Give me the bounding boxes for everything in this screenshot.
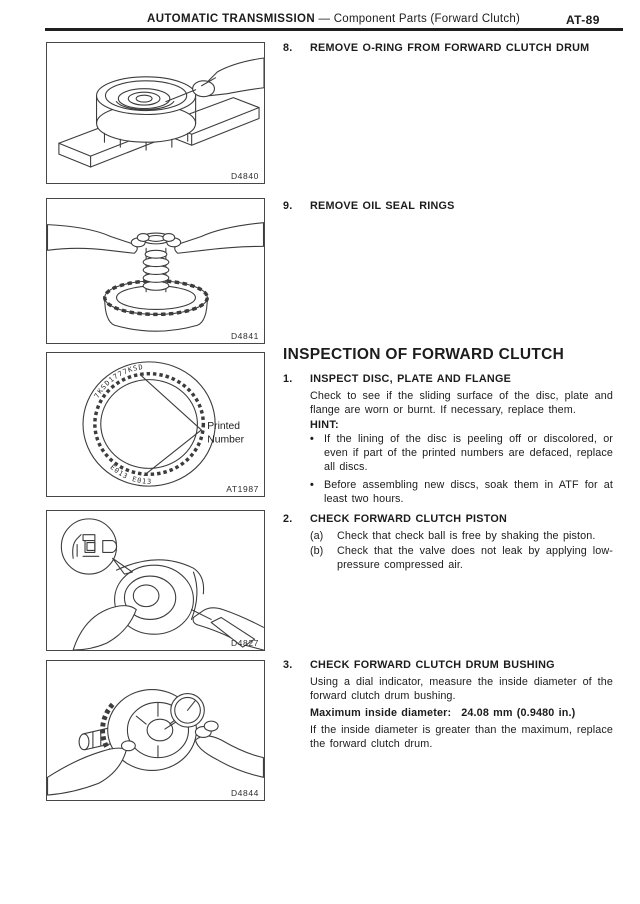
bullet-marker: • bbox=[310, 433, 314, 445]
hint-bullet-1-text: If the lining of the disc is peeling off… bbox=[324, 433, 613, 473]
item-2-title: CHECK FORWARD CLUTCH PISTON bbox=[310, 513, 508, 525]
inspection-item-3: 3. CHECK FORWARD CLUTCH DRUM BUSHING Usi… bbox=[283, 658, 613, 751]
page-header: AUTOMATIC TRANSMISSION — Component Parts… bbox=[147, 13, 520, 25]
step-8: 8. REMOVE O-RING FROM FORWARD CLUTCH DRU… bbox=[283, 41, 613, 55]
hint-bullet-2: • Before assembling new discs, soak them… bbox=[310, 478, 613, 506]
piston-check-illustration bbox=[60, 518, 264, 650]
item-2-sub-b: (b) Check that the valve does not leak b… bbox=[310, 544, 613, 572]
oring-removal-illustration bbox=[58, 57, 264, 168]
hint-label: HINT: bbox=[310, 419, 339, 431]
printed-number-callout-line2: Number bbox=[207, 435, 244, 446]
item-1-body: Check to see if the sliding surface of t… bbox=[310, 390, 613, 416]
figure-box-oring-removal: D4840 bbox=[46, 42, 265, 184]
figure-label: D4840 bbox=[230, 171, 259, 181]
step-9-number: 9. bbox=[283, 200, 293, 212]
item-1-number: 1. bbox=[283, 373, 293, 385]
header-title-bold: AUTOMATIC TRANSMISSION bbox=[147, 13, 316, 25]
figure-box-drum-bushing: D4844 bbox=[46, 660, 265, 801]
figure-label: D4827 bbox=[230, 638, 259, 648]
item-3-body2: If the inside diameter is greater than t… bbox=[310, 724, 613, 750]
sub-b-label: (b) bbox=[310, 545, 324, 557]
figure-label: D4841 bbox=[230, 331, 259, 341]
item-1-title: INSPECT DISC, PLATE AND FLANGE bbox=[310, 373, 512, 385]
step-9: 9. REMOVE OIL SEAL RINGS bbox=[283, 199, 613, 213]
hint-bullet-2-text: Before assembling new discs, soak them i… bbox=[324, 479, 613, 505]
step-8-title: REMOVE O-RING FROM FORWARD CLUTCH DRUM bbox=[310, 42, 590, 54]
header-rule bbox=[45, 28, 623, 31]
printed-number-callout-line1: Printed bbox=[207, 421, 240, 432]
drum-bushing-measurement-illustration bbox=[47, 689, 264, 796]
item-3-number: 3. bbox=[283, 659, 293, 671]
step-8-number: 8. bbox=[283, 42, 293, 54]
page-number: AT-89 bbox=[566, 13, 600, 27]
oil-seal-ring-removal-illustration bbox=[47, 222, 264, 332]
spec-label: Maximum inside diameter: bbox=[310, 707, 452, 719]
figure-box-piston-check: D4827 bbox=[46, 510, 265, 651]
bullet-marker: • bbox=[310, 479, 314, 491]
figure-label: AT1987 bbox=[226, 484, 259, 494]
item-3-title: CHECK FORWARD CLUTCH DRUM BUSHING bbox=[310, 659, 555, 671]
inspection-item-2: 2. CHECK FORWARD CLUTCH PISTON (a) Check… bbox=[283, 512, 613, 572]
item-3-body: Using a dial indicator, measure the insi… bbox=[310, 676, 613, 702]
header-title-rest: — Component Parts (Forward Clutch) bbox=[318, 13, 521, 25]
item-2-number: 2. bbox=[283, 513, 293, 525]
sub-a-label: (a) bbox=[310, 530, 324, 542]
hint-bullet-1: • If the lining of the disc is peeling o… bbox=[310, 432, 613, 474]
step-9-title: REMOVE OIL SEAL RINGS bbox=[310, 200, 455, 212]
figure-label: D4844 bbox=[230, 788, 259, 798]
section-heading: INSPECTION OF FORWARD CLUTCH bbox=[283, 346, 565, 363]
figure-box-disc-printed-number: 7KSD1777KSD E013 E013 Printed Number AT1… bbox=[46, 352, 265, 497]
sub-b-text: Check that the valve does not leak by ap… bbox=[337, 545, 613, 571]
figure-box-oil-seal-rings: D4841 bbox=[46, 198, 265, 344]
sub-a-text: Check that check ball is free by shaking… bbox=[337, 530, 596, 542]
spec-value: 24.08 mm (0.9480 in.) bbox=[461, 707, 576, 719]
disc-printed-number-illustration: 7KSD1777KSD E013 E013 Printed Number bbox=[82, 361, 245, 487]
spec-line: Maximum inside diameter: 24.08 mm (0.9480… bbox=[310, 706, 613, 720]
inspection-item-1: 1. INSPECT DISC, PLATE AND FLANGE Check … bbox=[283, 372, 613, 506]
item-2-sub-a: (a) Check that check ball is free by sha… bbox=[310, 529, 613, 543]
